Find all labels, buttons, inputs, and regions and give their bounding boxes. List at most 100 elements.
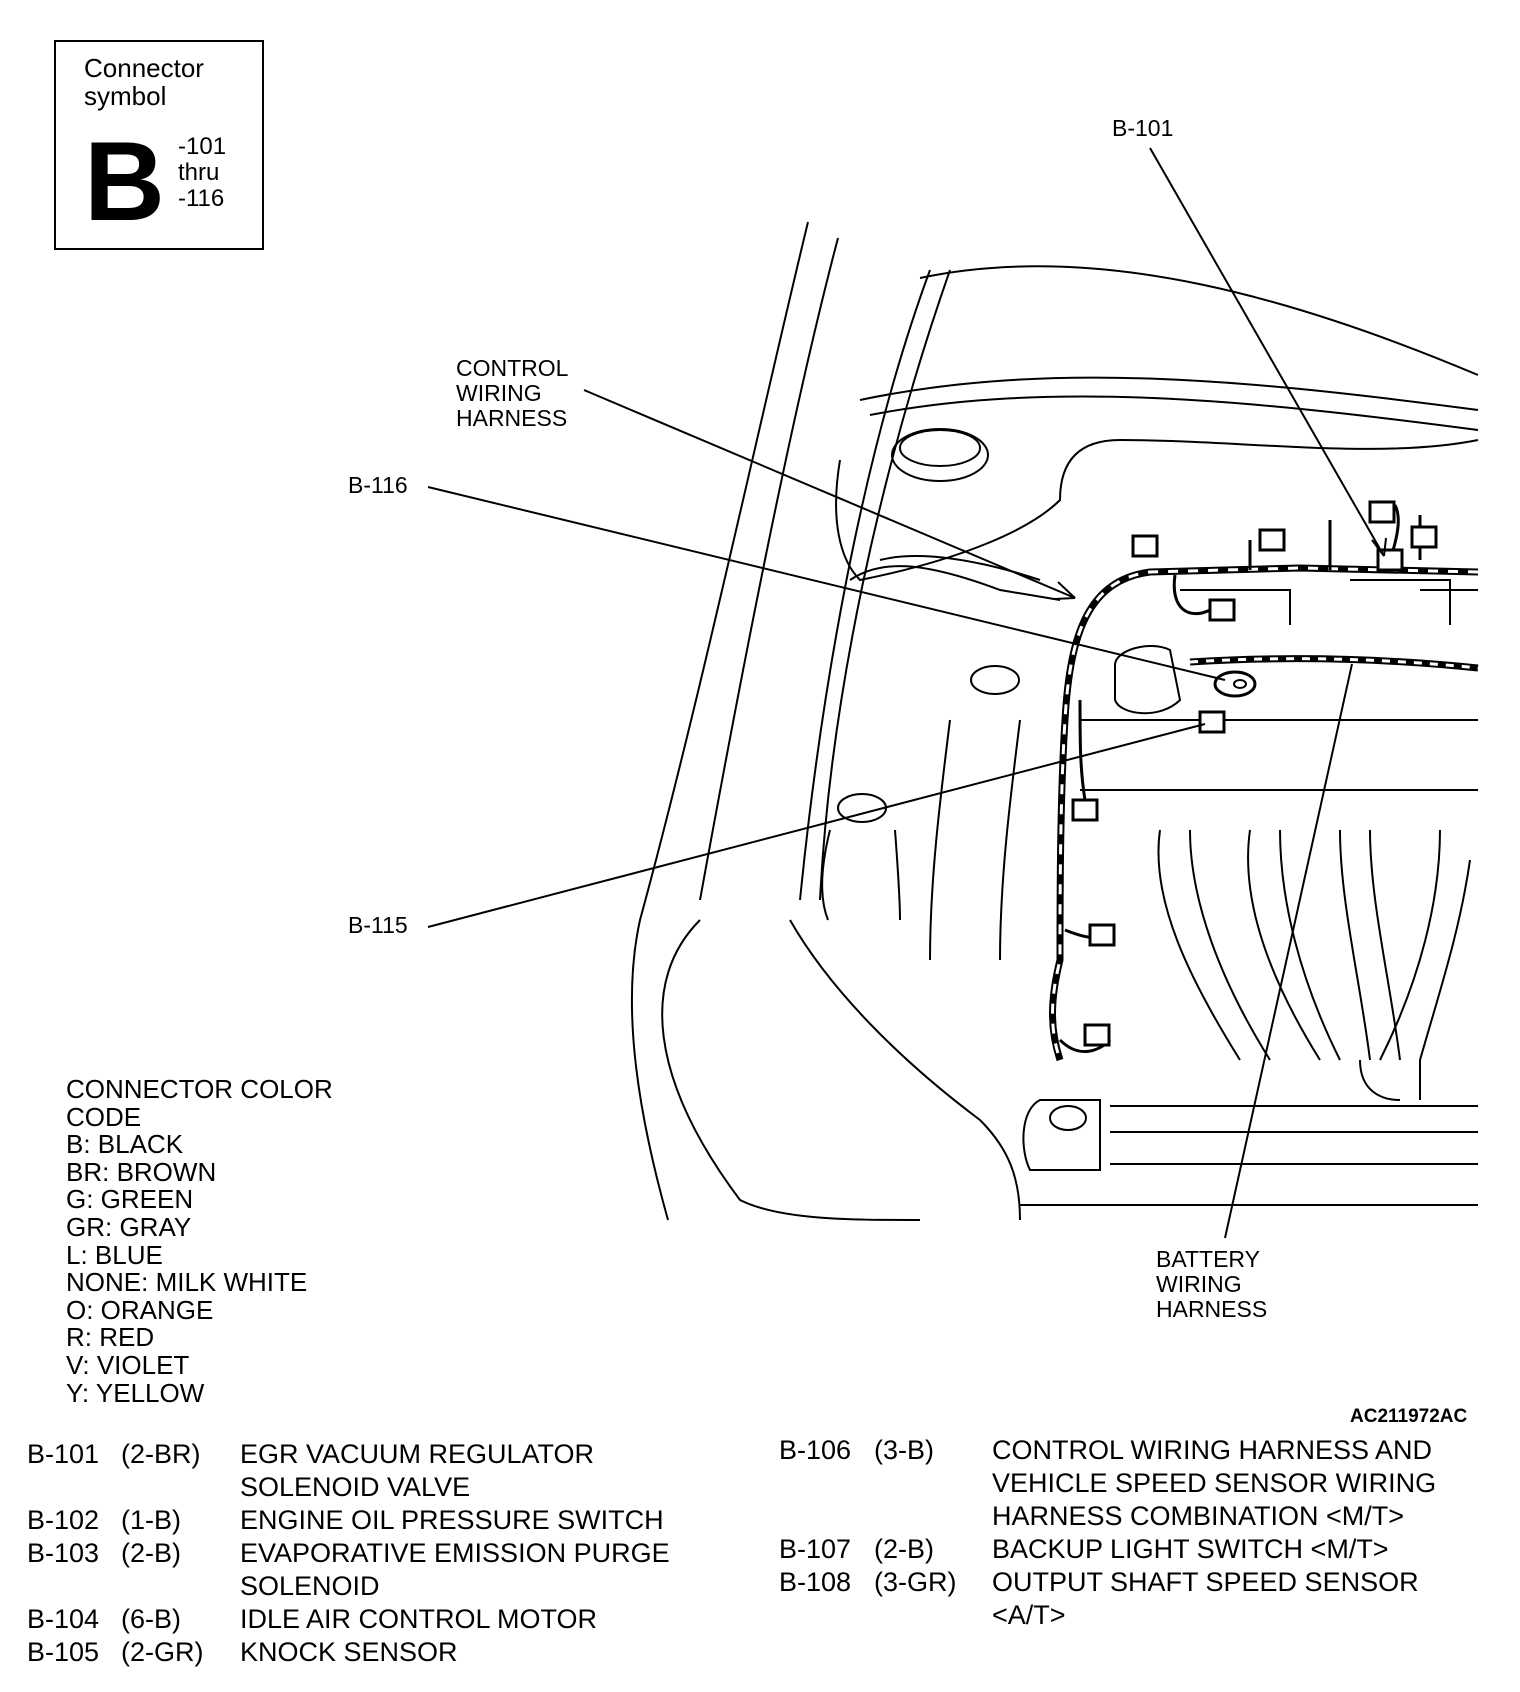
control-wiring-harness-inner — [1051, 566, 1479, 1061]
lower-fender — [661, 919, 921, 1221]
fender-outline — [630, 221, 809, 1221]
canister — [1114, 645, 1182, 715]
color-code-entry: GR: GRAY — [66, 1211, 192, 1242]
cowl-line — [859, 376, 1479, 411]
body-inner-line — [799, 269, 931, 901]
color-code-entry: V: VIOLET — [66, 1349, 190, 1380]
connector-8 — [1083, 1023, 1111, 1047]
leader-arrow-b101 — [1371, 537, 1387, 557]
connector-row-b107: B-107 (2-B) BACKUP LIGHT SWITCH <M/T> — [779, 1533, 1499, 1566]
connector-code: (3-B) — [874, 1435, 934, 1465]
reservoir-cap-inner — [899, 429, 981, 467]
connector-row-b103: B-103 (2-B) EVAPORATIVE EMISSION PURGE S… — [27, 1537, 727, 1603]
mount-bracket — [1022, 1099, 1101, 1171]
intake-manifold-plenum — [1359, 1059, 1421, 1101]
leader-arrow-control — [1053, 581, 1076, 600]
connector-code: (2-BR) — [121, 1439, 201, 1469]
fluid-cap-1 — [970, 665, 1020, 695]
leader-battery-harness — [1224, 663, 1353, 1239]
callout-b115: B-115 — [348, 912, 408, 938]
range-start: -101 — [178, 133, 227, 160]
connector-desc-line: CONTROL WIRING HARNESS AND — [992, 1435, 1433, 1465]
connector-6 — [1071, 798, 1099, 822]
connector-desc-line: HARNESS COMBINATION <M/T> — [992, 1501, 1405, 1531]
bracket-line — [849, 565, 1061, 601]
connector-desc-line: <A/T> — [992, 1600, 1066, 1630]
intake-runner-1 — [1157, 829, 1271, 1061]
connector-code: (2-B) — [121, 1538, 181, 1568]
intake-runner-4 — [1379, 829, 1471, 1061]
connector-4 — [1368, 500, 1396, 524]
connector-b115 — [1198, 710, 1226, 734]
connector-desc: IDLE AIR CONTROL MOTOR — [240, 1603, 597, 1636]
connector-desc: BACKUP LIGHT SWITCH <M/T> — [992, 1533, 1389, 1566]
connector-code: (2-B) — [874, 1534, 934, 1564]
control-wiring-harness — [1049, 564, 1479, 1062]
connector-desc: OUTPUT SHAFT SPEED SENSOR <A/T> — [992, 1566, 1419, 1632]
callout-control-line-1: CONTROL — [456, 355, 569, 381]
color-code-entry: G: GREEN — [66, 1184, 194, 1215]
callout-control-harness: CONTROL WIRING HARNESS — [456, 356, 568, 431]
connector-row-b105: B-105 (2-GR) KNOCK SENSOR — [27, 1636, 727, 1669]
callout-control-line-3: HARNESS — [456, 405, 568, 431]
color-code-heading-2: CODE — [66, 1101, 142, 1132]
fluid-cap-1-body — [929, 719, 1021, 961]
connector-id: B-101 — [27, 1439, 100, 1469]
leader-control-harness — [583, 389, 1076, 599]
figure-code: AC211972AC — [1350, 1406, 1468, 1427]
callout-control-line-2: WIRING — [456, 380, 542, 406]
connector-desc: KNOCK SENSOR — [240, 1636, 458, 1669]
connector-id: B-105 — [27, 1637, 100, 1667]
connector-desc-line: KNOCK SENSOR — [240, 1637, 458, 1667]
connector-3 — [1258, 528, 1286, 552]
connector-id: B-107 — [779, 1534, 852, 1564]
connector-code: (1-B) — [121, 1505, 181, 1535]
connector-row-b104: B-104 (6-B) IDLE AIR CONTROL MOTOR — [27, 1603, 727, 1636]
leader-b116 — [427, 486, 1226, 681]
color-code-entry: NONE: MILK WHITE — [66, 1267, 308, 1298]
callout-battery-line-3: HARNESS — [1156, 1296, 1268, 1322]
connector-list-right: B-106 (3-B) CONTROL WIRING HARNESS AND V… — [779, 1434, 1499, 1632]
connector-desc-line: OUTPUT SHAFT SPEED SENSOR — [992, 1567, 1419, 1597]
callout-battery-line-2: WIRING — [1156, 1271, 1242, 1297]
connector-desc-line: SOLENOID — [240, 1571, 380, 1601]
body-inner-line-2 — [819, 269, 951, 901]
range-end: -116 — [178, 185, 225, 212]
leader-b115 — [427, 723, 1206, 928]
mount-hole — [1049, 1105, 1087, 1131]
connector-7 — [1088, 923, 1116, 947]
engine-edge — [1080, 719, 1478, 791]
cowl-line-2 — [869, 395, 1479, 431]
color-code-entry: R: RED — [66, 1322, 155, 1353]
color-code-heading-1: CONNECTOR COLOR — [66, 1074, 333, 1104]
fender-inner-outline — [699, 237, 839, 901]
connector-symbol-range: -101 thru -116 — [178, 134, 226, 212]
connector-row-b108: B-108 (3-GR) OUTPUT SHAFT SPEED SENSOR <… — [779, 1566, 1499, 1632]
callout-battery-harness: BATTERY WIRING HARNESS — [1156, 1247, 1267, 1322]
connector-desc-line: BACKUP LIGHT SWITCH <M/T> — [992, 1534, 1389, 1564]
connector-list-left: B-101 (2-BR) EGR VACUUM REGULATOR SOLENO… — [27, 1438, 727, 1669]
connector-id: B-102 — [27, 1505, 100, 1535]
connector-id: B-108 — [779, 1567, 852, 1597]
connector-symbol-title: Connector symbol — [84, 53, 204, 111]
callout-b116: B-116 — [348, 472, 408, 498]
color-code-entry: BR: BROWN — [66, 1156, 217, 1187]
battery-wiring-harness-inner — [1189, 657, 1479, 670]
connector-desc-line: VEHICLE SPEED SENSOR WIRING — [992, 1468, 1437, 1498]
connector-code: (3-GR) — [874, 1567, 957, 1597]
color-code-entry: B: BLACK — [66, 1129, 184, 1160]
strut-tower — [835, 438, 1479, 582]
callout-battery-line-1: BATTERY — [1156, 1246, 1260, 1272]
connector-row-b102: B-102 (1-B) ENGINE OIL PRESSURE SWITCH — [27, 1504, 727, 1537]
fluid-cap-2-body — [821, 829, 901, 921]
reservoir-cap — [891, 428, 989, 482]
connector-desc-line: EGR VACUUM REGULATOR — [240, 1439, 595, 1469]
connector-desc: CONTROL WIRING HARNESS AND VEHICLE SPEED… — [992, 1434, 1436, 1533]
connector-desc: EVAPORATIVE EMISSION PURGE SOLENOID — [240, 1537, 670, 1603]
terminal-b116-hole — [1233, 679, 1247, 689]
connector-desc-line: IDLE AIR CONTROL MOTOR — [240, 1604, 598, 1634]
color-code-entry: L: BLUE — [66, 1239, 163, 1270]
range-thru: thru — [178, 159, 220, 186]
connector-1 — [1131, 534, 1159, 558]
